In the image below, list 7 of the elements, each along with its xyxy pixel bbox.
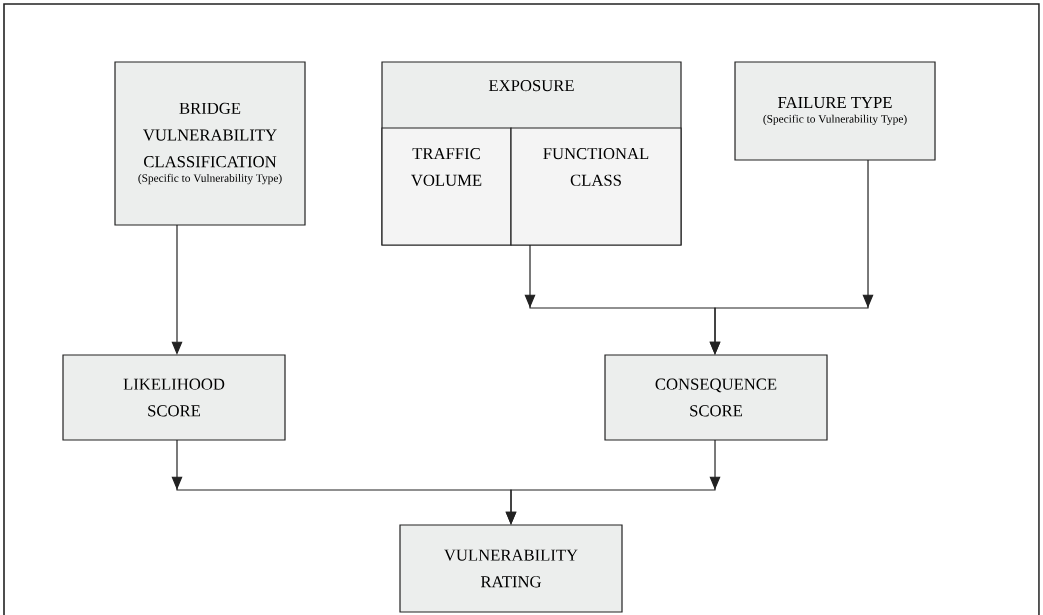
process-box: CONSEQUENCE SCORE (604, 354, 828, 441)
table-cell: FUNCTIONAL CLASS (510, 127, 682, 246)
process-box: BRIDGE VULNERABILITY CLASSIFICATION (Specific to Vulnerability Type) (114, 61, 306, 226)
table-cell: TRAFFIC VOLUME (381, 127, 512, 246)
process-box: FAILURE TYPE (Specific to Vulnerability Type) (734, 61, 936, 161)
process-box: LIKELIHOOD SCORE (62, 354, 286, 441)
process-box: VULNERABILITY RATING (399, 524, 623, 613)
